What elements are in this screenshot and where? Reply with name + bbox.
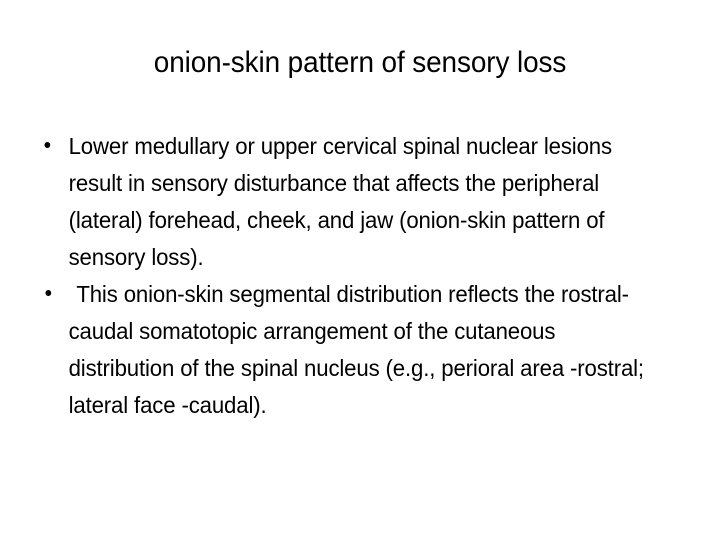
bullet-dot-icon: [44, 142, 51, 148]
list-item-text: Lower medullary or upper cervical spinal…: [68, 133, 612, 270]
list-item: This onion-skin segmental distribution r…: [30, 276, 667, 424]
list-item-text: This onion-skin segmental distribution r…: [68, 281, 645, 418]
list-item: Lower medullary or upper cervical spinal…: [30, 128, 667, 276]
page-title: onion-skin pattern of sensory loss: [153, 46, 567, 79]
bullet-list: Lower medullary or upper cervical spinal…: [30, 128, 690, 424]
bullet-dot-icon: [45, 290, 52, 296]
